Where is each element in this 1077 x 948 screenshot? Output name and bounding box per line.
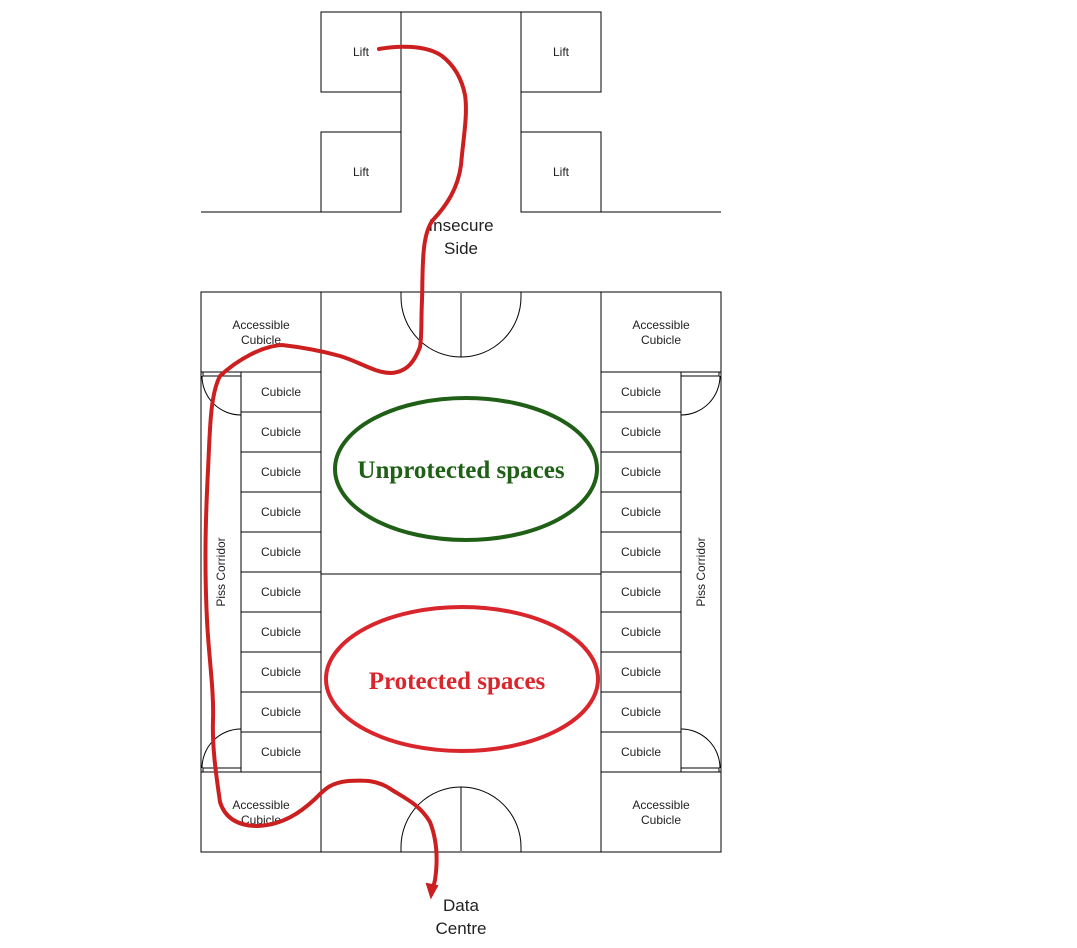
cubicle-label: Cubicle: [261, 425, 301, 439]
unprotected-zone-label: Unprotected spaces: [357, 457, 564, 484]
cubicle: [240, 731, 322, 773]
cubicle-label: Cubicle: [621, 585, 661, 599]
piss-corridor-label: Piss Corridor: [694, 537, 708, 606]
protected-zone-ellipse: [324, 605, 600, 753]
cubicle: [600, 731, 682, 773]
cubicle-label: Cubicle: [261, 505, 301, 519]
lift-lobby: Lift Lift Lift Lift Insecure Side: [201, 11, 721, 258]
cubicle-label: Cubicle: [621, 505, 661, 519]
accessible-cubicle-label: Cubicle: [641, 813, 681, 827]
route-arrowhead: [425, 882, 439, 900]
accessible-cubicle-label: Accessible: [232, 798, 290, 812]
door-swing-right: [460, 786, 522, 848]
cubicle-label: Cubicle: [261, 545, 301, 559]
door-swing-left: [400, 786, 462, 848]
cubicle-label: Cubicle: [621, 745, 661, 759]
cubicle-label: Cubicle: [261, 745, 301, 759]
accessible-cubicle-label: Accessible: [232, 318, 290, 332]
corridor-door-swing: [201, 375, 242, 416]
cubicle-label: Cubicle: [621, 465, 661, 479]
accessible-cubicle-label: Accessible: [632, 318, 690, 332]
cubicle-label: Cubicle: [621, 385, 661, 399]
insecure-side-label-line2: Side: [444, 239, 478, 258]
protected-zone-label: Protected spaces: [369, 668, 546, 695]
accessible-cubicle-label: Accessible: [632, 798, 690, 812]
insecure-side-label-line1: Insecure: [428, 216, 493, 235]
corridor-door-swing: [680, 375, 721, 416]
main-floor: Accessible Cubicle Accessible Cubicle Ac…: [200, 291, 722, 853]
lift-label: Lift: [353, 165, 370, 179]
corridor-door-swing: [201, 728, 242, 769]
data-centre-label-line2: Centre: [435, 919, 486, 938]
cubicle-column-left: CubicleCubicleCubicleCubicleCubicleCubic…: [240, 371, 322, 773]
cubicle-label: Cubicle: [261, 665, 301, 679]
corridor-threshold: [680, 767, 720, 773]
lift-label: Lift: [553, 165, 570, 179]
door-swing-right: [460, 296, 522, 358]
cubicle-label: Cubicle: [621, 665, 661, 679]
accessible-cubicle-label: Cubicle: [641, 333, 681, 347]
cubicle-label: Cubicle: [261, 625, 301, 639]
cubicle-label: Cubicle: [261, 465, 301, 479]
piss-corridor-label: Piss Corridor: [214, 537, 228, 606]
unprotected-zone-ellipse: [333, 396, 599, 542]
door-swing-left: [400, 296, 462, 358]
zone-unprotected: Unprotected spaces: [333, 396, 599, 542]
data-centre-label-line1: Data: [443, 896, 479, 915]
cubicle-label: Cubicle: [261, 385, 301, 399]
lift-label: Lift: [353, 45, 370, 59]
cubicle-label: Cubicle: [621, 545, 661, 559]
cubicle-label: Cubicle: [621, 625, 661, 639]
cubicle-label: Cubicle: [261, 585, 301, 599]
corridor-threshold: [680, 371, 720, 377]
accessible-cubicle-label: Cubicle: [241, 333, 281, 347]
zone-protected: Protected spaces: [324, 605, 600, 753]
cubicle-label: Cubicle: [621, 425, 661, 439]
corridor-door-swing: [680, 728, 721, 769]
corridor-threshold: [202, 767, 242, 773]
cubicle-label: Cubicle: [621, 705, 661, 719]
cubicle-label: Cubicle: [261, 705, 301, 719]
route-path: [203, 44, 468, 894]
lift-label: Lift: [553, 45, 570, 59]
cubicle-column-right: CubicleCubicleCubicleCubicleCubicleCubic…: [600, 371, 682, 773]
outer-wall: [200, 291, 722, 853]
